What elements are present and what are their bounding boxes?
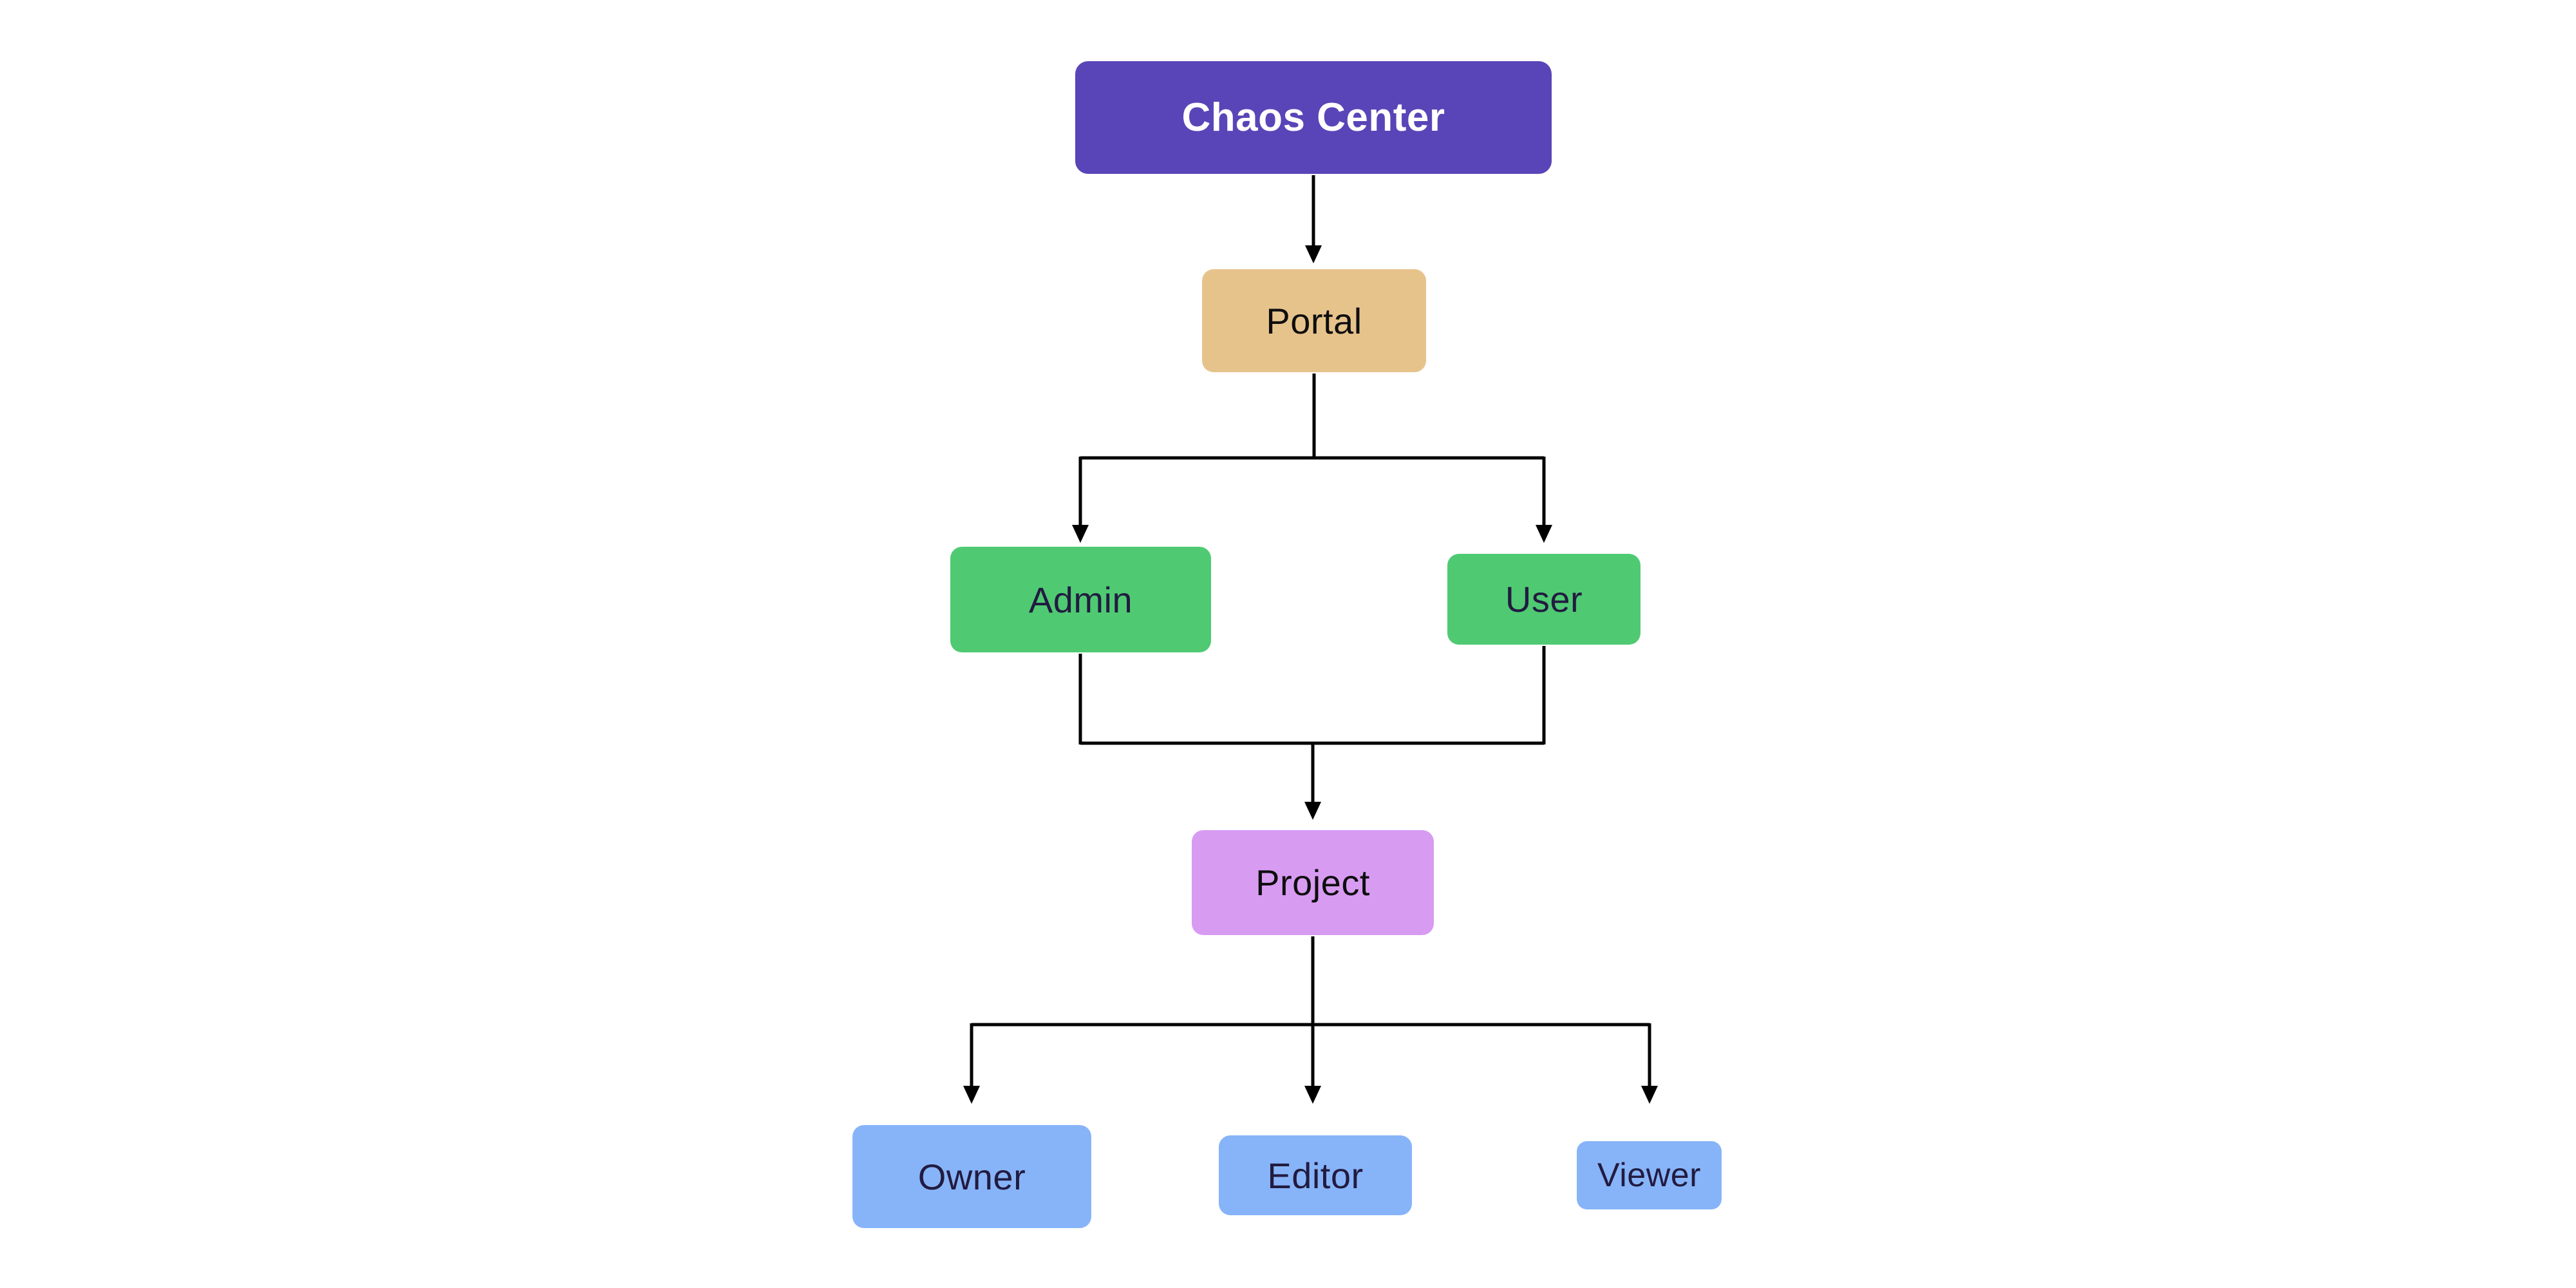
edge-lines	[970, 175, 1651, 1086]
arrowhead-owner	[963, 1086, 980, 1104]
node-editor: Editor	[1219, 1135, 1412, 1215]
node-user: User	[1447, 554, 1641, 645]
arrowhead-admin	[1072, 525, 1089, 543]
arrowheads	[963, 245, 1658, 1104]
node-admin: Admin	[950, 547, 1211, 652]
arrowhead-editor	[1304, 1086, 1321, 1104]
arrowhead-project	[1304, 802, 1321, 820]
arrowhead-portal	[1305, 245, 1322, 263]
arrowhead-user	[1536, 525, 1552, 543]
node-project: Project	[1192, 830, 1434, 935]
node-chaos-center: Chaos Center	[1075, 61, 1552, 174]
node-portal: Portal	[1202, 269, 1426, 372]
arrowhead-viewer	[1641, 1086, 1658, 1104]
node-viewer: Viewer	[1577, 1141, 1722, 1209]
node-owner: Owner	[852, 1125, 1091, 1228]
